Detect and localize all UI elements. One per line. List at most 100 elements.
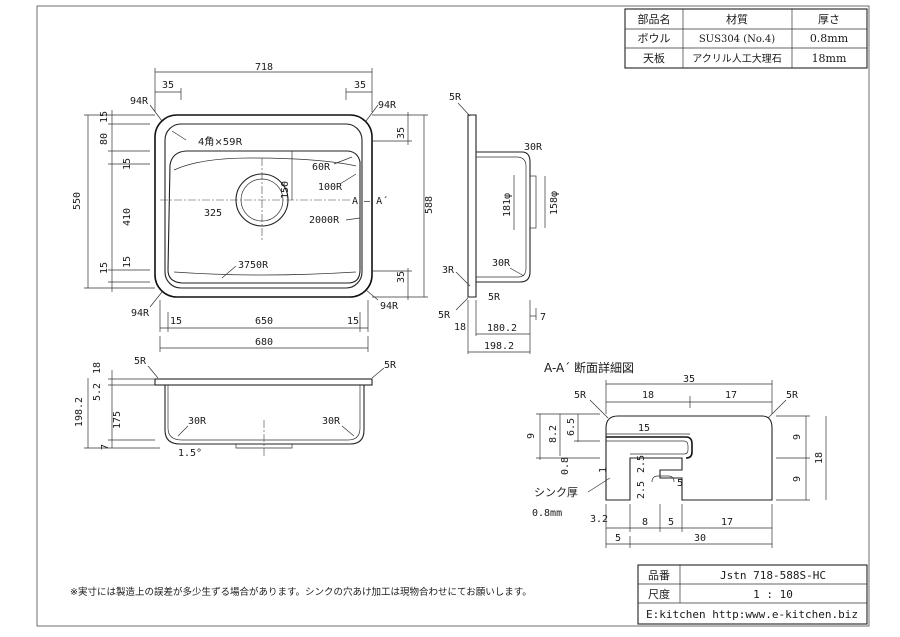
product-number: Jstn 718-588S-HC xyxy=(720,569,826,582)
label-section-5r-right: 5R xyxy=(786,390,799,401)
dim-left-total: 550 xyxy=(72,192,83,210)
dim-section-right-2: 9 xyxy=(792,476,803,482)
front-view: 5R 5R 30R 30R 1.5° 198.2 18 5.2 175 7 xyxy=(74,356,397,459)
label-side-30r-top: 30R xyxy=(524,142,543,153)
section-profile xyxy=(605,415,773,501)
plan-bowl-outline xyxy=(167,150,361,284)
label-radius-bl: 94R xyxy=(131,308,150,319)
dim-section-bottom-total: 30 xyxy=(694,533,706,544)
disclaimer-note: ※実寸には製造上の誤差が多少生ずる場合があります。シンクの穴あけ加工は現物合わせ… xyxy=(70,586,532,598)
side-countertop xyxy=(467,114,477,298)
dim-left-1: 15 xyxy=(99,111,110,123)
front-bowl-outline xyxy=(164,385,365,445)
dim-section-inner-4: 5 xyxy=(677,478,683,489)
dim-side-flange: 7 xyxy=(540,312,546,323)
dim-side-depth: 180.2 xyxy=(487,323,517,334)
dim-section-inner-1: 1 xyxy=(598,467,609,473)
scale-value: 1 : 10 xyxy=(753,588,793,601)
label-side-5r-mid: 5R xyxy=(488,292,501,303)
dim-side-thickness: 18 xyxy=(454,322,466,333)
plan-inner-flange xyxy=(164,123,363,289)
dim-section-right-1: 9 xyxy=(792,434,803,440)
dim-section-bottom-2: 8 xyxy=(642,517,648,528)
label-side-181: 181φ xyxy=(502,193,513,217)
label-radius-60: 60R xyxy=(312,162,331,173)
dim-bottom-1: 15 xyxy=(170,316,182,327)
row-top-thickness: 18mm xyxy=(812,52,847,65)
row-bowl-part: ボウル xyxy=(638,32,671,45)
dim-right-1: 35 xyxy=(396,127,407,139)
section-sink-lip xyxy=(606,436,693,459)
dim-left-4: 410 xyxy=(122,208,133,226)
label-side-5r-top: 5R xyxy=(449,92,462,103)
dim-left-5: 15 xyxy=(99,262,110,274)
label-product-number: 品番 xyxy=(648,569,670,582)
side-drain-flange xyxy=(529,175,537,229)
label-front-5r-right: 5R xyxy=(384,360,397,371)
dim-front-4: 7 xyxy=(100,444,111,450)
dim-bottom-total: 680 xyxy=(255,337,273,348)
row-bowl-thickness: 0.8mm xyxy=(810,32,849,45)
dim-section-inner-3: 2.5 xyxy=(636,481,647,499)
dim-front-1: 18 xyxy=(92,362,103,374)
header-thickness: 厚さ xyxy=(818,13,840,26)
label-sink-thickness: シンク厚 xyxy=(534,486,578,499)
dim-section-left-2: 8.2 xyxy=(548,425,559,443)
company-info: E:kitchen http:www.e-kitchen.biz xyxy=(646,608,858,621)
section-mark: A — A´ xyxy=(352,195,388,207)
dim-left-6: 15 xyxy=(122,256,133,268)
label-scale: 尺度 xyxy=(648,587,670,601)
dim-section-bottom-small: 5 xyxy=(615,533,621,544)
section-title: A-A´ 断面詳細図 xyxy=(544,360,634,375)
dim-corner-offset-left: 35 xyxy=(162,80,174,91)
row-top-material: アクリル人工大理石 xyxy=(692,52,782,65)
dim-overall-width: 718 xyxy=(255,62,273,73)
title-block: 品番 Jstn 718-588S-HC 尺度 1 : 10 E:kitchen … xyxy=(637,564,868,625)
label-front-30r-right: 30R xyxy=(322,416,341,427)
dim-front-total: 198.2 xyxy=(74,397,85,427)
dim-front-2: 5.2 xyxy=(92,383,103,401)
dim-section-inner-2: 2.5 xyxy=(636,455,647,473)
label-front-30r-left: 30R xyxy=(188,416,207,427)
dim-section-ledge: 15 xyxy=(638,423,650,434)
dim-right-2: 35 xyxy=(396,271,407,283)
dim-section-width-total: 35 xyxy=(683,374,695,385)
value-sink-thickness: 0.8mm xyxy=(532,508,562,519)
label-side-3r: 3R xyxy=(442,265,455,276)
label-radius-2000: 2000R xyxy=(309,215,340,226)
label-side-30r-bottom: 30R xyxy=(492,258,511,269)
dim-drain-offset: 325 xyxy=(204,208,222,219)
dim-section-width-left: 18 xyxy=(642,390,654,401)
label-radius-100: 100R xyxy=(318,182,343,193)
label-radius-tr: 94R xyxy=(378,100,397,111)
dim-section-width-right: 17 xyxy=(725,390,737,401)
dim-drain-depth: 150 xyxy=(280,181,291,199)
header-material: 材質 xyxy=(726,12,748,26)
dim-side-total: 198.2 xyxy=(484,341,514,352)
dim-section-bottom-4: 17 xyxy=(721,517,733,528)
dim-section-left-3: 6.5 xyxy=(566,418,577,436)
dim-left-2: 80 xyxy=(99,133,110,145)
label-inner-corner: 4角×59R xyxy=(198,136,242,148)
plan-outer-outline xyxy=(154,114,373,298)
header-part: 部品名 xyxy=(638,12,671,26)
dim-section-bottom-3: 5 xyxy=(668,517,674,528)
label-front-5r-left: 5R xyxy=(134,356,147,367)
dim-bottom-3: 15 xyxy=(347,316,359,327)
section-detail: A-A´ 断面詳細図 35 18 17 5R 5R 15 9 8.2 6.5 0… xyxy=(526,360,827,548)
dim-section-left-1: 9 xyxy=(526,433,537,439)
dim-bottom-2: 650 xyxy=(255,316,273,327)
dim-corner-offset-right: 35 xyxy=(354,80,366,91)
label-side-158: 158φ xyxy=(549,191,560,215)
label-radius-tl: 94R xyxy=(130,96,149,107)
row-bowl-material: SUS304 (No.4) xyxy=(699,34,775,45)
dim-section-right-total: 18 xyxy=(814,452,825,464)
dim-front-3: 175 xyxy=(112,411,123,429)
row-top-part: 天板 xyxy=(643,51,665,65)
label-section-5r-left: 5R xyxy=(574,390,587,401)
dim-section-left-4: 0.8 xyxy=(560,457,571,475)
sheet-border xyxy=(36,5,870,627)
dim-left-3: 15 xyxy=(122,158,133,170)
dim-section-bottom-1: 3.2 xyxy=(590,514,608,525)
